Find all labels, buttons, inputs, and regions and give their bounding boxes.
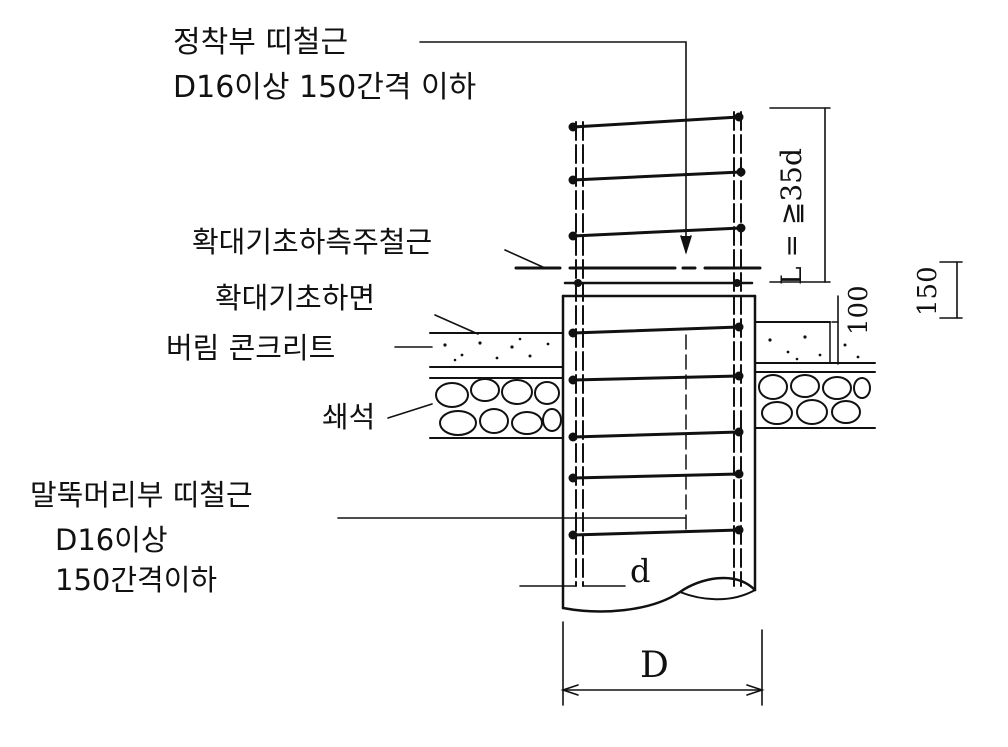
embed-length-label: L = ≧35d bbox=[775, 148, 808, 285]
pile-dia-dimension bbox=[563, 622, 762, 705]
footing-bottom-main-bar-label: 확대기초하측주철근 bbox=[192, 225, 433, 259]
dim-100-lines bbox=[832, 296, 838, 364]
pile-head-hoop-label-line2: D16이상 bbox=[55, 523, 168, 557]
dim-150-lines bbox=[940, 262, 962, 318]
anchorage-hoops bbox=[568, 112, 746, 241]
pile-dia-symbol: D bbox=[640, 645, 669, 686]
pile-head-hoops bbox=[568, 322, 744, 540]
dim-150-label: 150 bbox=[913, 266, 943, 316]
leader-lines bbox=[338, 42, 691, 518]
lean-concrete-label: 버림 콘크리트 bbox=[166, 331, 336, 365]
main-rebar bbox=[576, 112, 741, 586]
anchor-hoop-label-line1: 정착부 띠철근 bbox=[173, 25, 349, 60]
pile-head-hoop-label-line3: 150간격이하 bbox=[55, 563, 218, 597]
embed-length-dimension bbox=[770, 108, 830, 282]
footing-bottom-face-label: 확대기초하면 bbox=[215, 281, 376, 315]
lean-concrete-layer bbox=[430, 322, 875, 367]
bar-dia-symbol: d bbox=[630, 552, 651, 590]
dim-100-label: 100 bbox=[844, 285, 874, 335]
pile-head-hoop-label-line1: 말뚝머리부 띠철근 bbox=[30, 478, 253, 512]
crushed-stone-label: 쇄석 bbox=[322, 400, 376, 434]
crushed-stone-layer bbox=[430, 372, 875, 438]
anchor-hoop-label-line2: D16이상 150간격 이하 bbox=[173, 70, 477, 105]
footing-bottom-main-bar bbox=[516, 268, 760, 287]
pile-body bbox=[563, 296, 755, 611]
